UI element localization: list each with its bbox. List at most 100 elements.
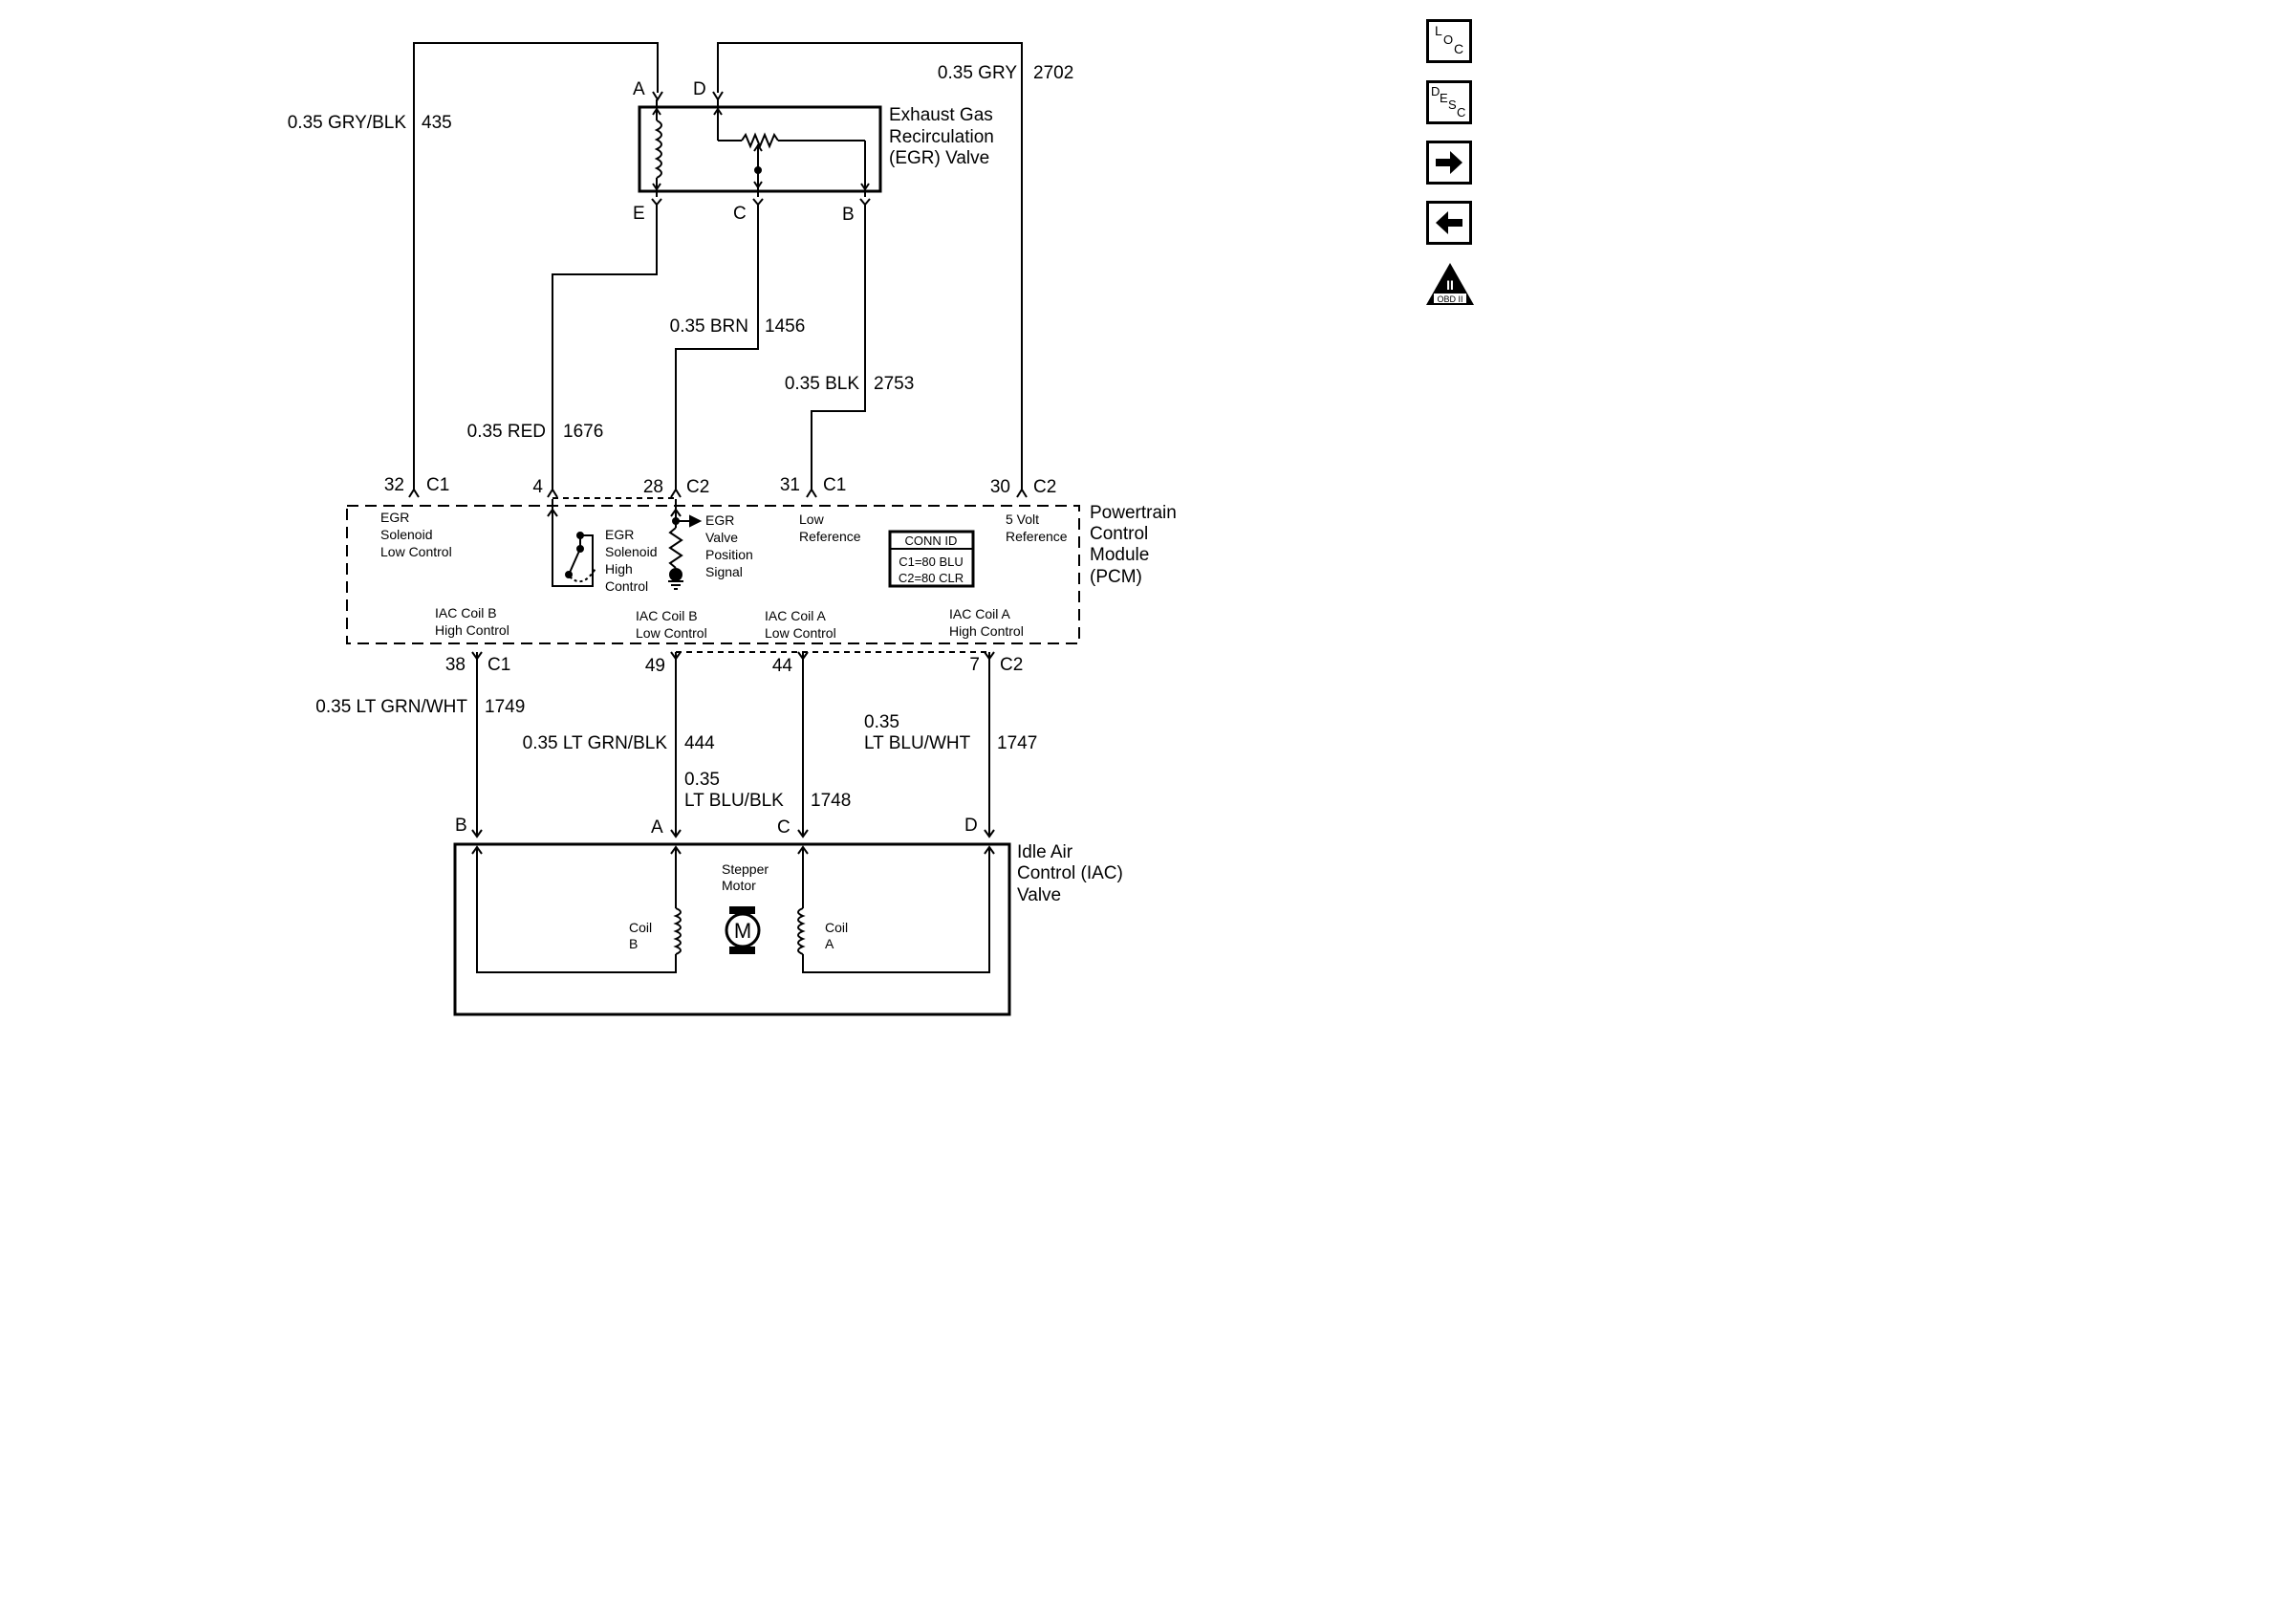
pcm-pin-28: 28 (643, 477, 663, 497)
pcm-egr-low-3: Low Control (380, 544, 452, 559)
previous-arrow-icon (1426, 201, 1472, 245)
pcm-iac-b-low-2: Low Control (636, 625, 707, 641)
obd-ii-button[interactable]: II OBD II (1424, 261, 1476, 309)
wire-1747-gauge: 0.35 (864, 712, 899, 732)
pcm-pin-30: 30 (990, 477, 1010, 497)
coil-a-label-2: A (825, 936, 834, 951)
pcm-iac-a-high-1: IAC Coil A (949, 606, 1010, 621)
pcm-pin-7: 7 (969, 655, 980, 675)
iac-valve-name-3: Valve (1017, 885, 1061, 905)
pcm-pin-44: 44 (772, 656, 793, 676)
coil-a-label-1: Coil (825, 920, 848, 935)
next-button[interactable] (1426, 141, 1472, 185)
iac-coil-a (797, 907, 806, 955)
iac-pin-c: C (777, 817, 791, 838)
wire-1456-color: 0.35 BRN (670, 316, 748, 337)
iac-coil-b (673, 907, 682, 955)
pcm-egr-pos-3: Position (705, 547, 753, 562)
pcm-pin-30-conn: C2 (1033, 477, 1056, 497)
pcm-pin-31: 31 (780, 475, 800, 495)
wire-1456 (675, 205, 759, 490)
wire-1748-color: LT BLU/BLK (684, 791, 784, 811)
description-button[interactable]: D E S C (1426, 80, 1472, 124)
egr-pin-a: A (633, 79, 645, 99)
iac-valve-body (453, 842, 1011, 1016)
egr-solenoid-coil (654, 120, 662, 179)
wire-1747-color: LT BLU/WHT (864, 733, 971, 753)
pcm-iac-a-low-1: IAC Coil A (765, 608, 826, 623)
wire-2702-color: 0.35 GRY (938, 63, 1017, 83)
wire-1676-color: 0.35 RED (467, 422, 546, 442)
egr-position-potentiometer (741, 132, 779, 149)
wire-2753-circuit: 2753 (874, 374, 914, 394)
egr-pin-e: E (633, 204, 645, 224)
iac-pin-d: D (964, 816, 978, 836)
egr-valve-name-3: (EGR) Valve (889, 148, 989, 168)
pcm-low-ref-1: Low (799, 512, 825, 527)
stepper-motor-label-2: Motor (722, 878, 756, 893)
pcm-box (346, 505, 1080, 644)
egr-pin-c: C (733, 204, 747, 224)
svg-text:OBD II: OBD II (1437, 294, 1462, 304)
iac-pin-b: B (455, 816, 467, 836)
pcm-egr-high-3: High (605, 561, 633, 577)
pcm-iac-a-low-2: Low Control (765, 625, 836, 641)
svg-text:L: L (1435, 23, 1442, 38)
next-arrow-icon (1426, 141, 1472, 185)
svg-text:D: D (1431, 84, 1440, 98)
pcm-pullup-resistor (668, 527, 683, 569)
pcm-egr-low-2: Solenoid (380, 527, 433, 542)
obd-ii-icon: II OBD II (1426, 263, 1474, 305)
pcm-pin-49: 49 (645, 656, 665, 676)
pcm-egr-high-1: EGR (605, 527, 634, 542)
conn-id-title: CONN ID (905, 533, 958, 548)
wire-444-circuit: 444 (684, 733, 715, 753)
pcm-low-ref-2: Reference (799, 529, 861, 544)
conn-id-box (888, 530, 975, 588)
wiring-diagram: Exhaust Gas Recirculation (EGR) Valve A … (288, 42, 1177, 1016)
svg-text:S: S (1448, 98, 1457, 112)
wire-2753 (811, 205, 866, 490)
svg-text:C: C (1454, 41, 1463, 56)
pcm-pin-32-conn: C1 (426, 475, 449, 495)
wire-2753-color: 0.35 BLK (785, 374, 859, 394)
stepper-motor-icon (725, 912, 761, 948)
egr-valve-name-1: Exhaust Gas (889, 105, 993, 125)
wire-444-color: 0.35 LT GRN/BLK (523, 733, 668, 753)
previous-button[interactable] (1426, 201, 1472, 245)
coil-b-label-1: Coil (629, 920, 652, 935)
pcm-name-2: Control (1090, 524, 1148, 544)
svg-text:E: E (1440, 91, 1448, 105)
pcm-pin-7-conn: C2 (1000, 655, 1023, 675)
pcm-pin-32: 32 (384, 475, 404, 495)
pcm-name-3: Module (1090, 545, 1149, 565)
egr-valve-name-2: Recirculation (889, 127, 994, 147)
conn-id-c2: C2=80 CLR (899, 571, 964, 585)
pcm-egr-high-4: Control (605, 578, 648, 594)
wire-435-color: 0.35 GRY/BLK (288, 113, 407, 133)
pcm-name-4: (PCM) (1090, 567, 1142, 587)
pcm-pin-38: 38 (445, 655, 466, 675)
motor-symbol: M (734, 919, 751, 943)
iac-valve-name-1: Idle Air (1017, 842, 1073, 862)
wire-1676-circuit: 1676 (563, 422, 603, 442)
svg-text:O: O (1443, 33, 1453, 47)
wire-2702 (717, 42, 1023, 490)
wire-2702-circuit: 2702 (1033, 63, 1073, 83)
pcm-pin-38-conn: C1 (487, 655, 510, 675)
wire-1748-circuit: 1748 (811, 791, 851, 811)
description-icon: D E S C (1426, 80, 1472, 124)
wire-1749-circuit: 1749 (485, 697, 525, 717)
stepper-motor-label-1: Stepper (722, 861, 769, 877)
pcm-pin-31-conn: C1 (823, 475, 846, 495)
conn-id-c1: C1=80 BLU (899, 555, 964, 569)
pcm-pin-4: 4 (532, 477, 543, 497)
pcm-pin-28-conn: C2 (686, 477, 709, 497)
pcm-iac-b-high-1: IAC Coil B (435, 605, 497, 620)
svg-text:C: C (1457, 105, 1465, 120)
location-button[interactable]: L O C (1426, 19, 1472, 63)
egr-valve-body (638, 105, 882, 193)
iac-pin-a: A (651, 817, 663, 838)
pcm-iac-a-high-2: High Control (949, 623, 1024, 639)
iac-valve-name-2: Control (IAC) (1017, 863, 1123, 883)
